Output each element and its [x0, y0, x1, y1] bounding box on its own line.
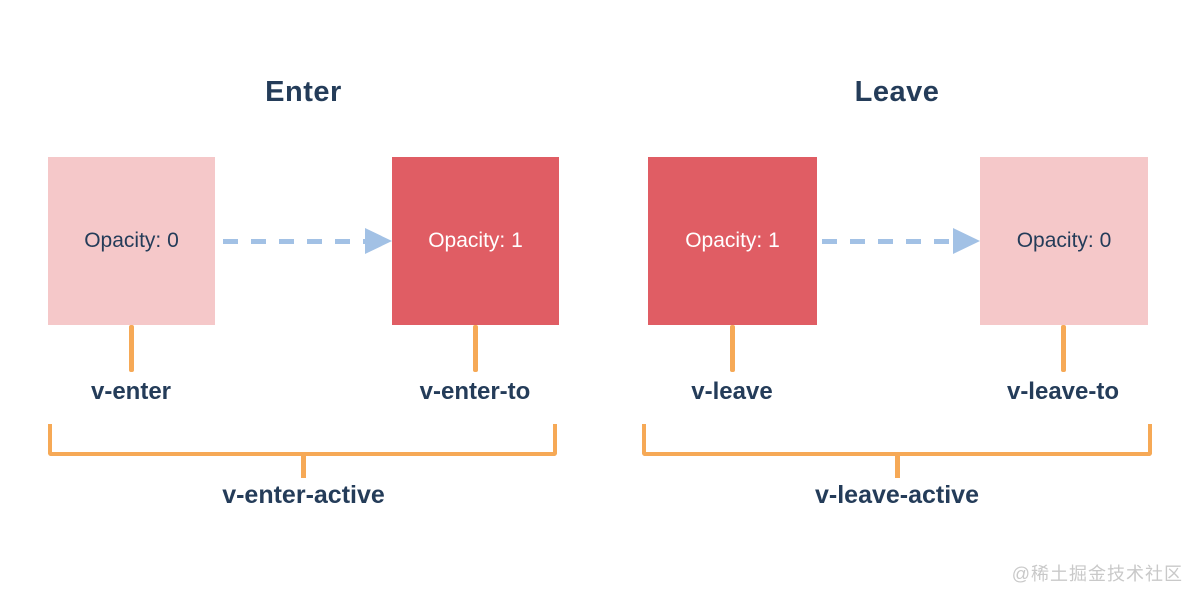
enter-section-title: Enter — [265, 76, 342, 108]
enter-active-class-name: v-enter-active — [222, 481, 385, 509]
leave-arrow-head-icon — [953, 228, 980, 254]
enter-end-state-box: Opacity: 1 — [392, 157, 559, 325]
enter-start-state-box: Opacity: 0 — [48, 157, 215, 325]
leave-end-state-box: Opacity: 0 — [980, 157, 1148, 325]
leave-active-bracket-stem — [894, 456, 900, 478]
enter-section: Enter Opacity: 0 Opacity: 1 v-enter v-en… — [48, 70, 559, 540]
leave-start-connector-line — [730, 325, 735, 372]
leave-dashed-arrow-line — [822, 239, 953, 244]
leave-start-class-name: v-leave — [691, 378, 773, 405]
enter-start-state-label: Opacity: 0 — [84, 229, 179, 252]
leave-section: Leave Opacity: 1 Opacity: 0 v-leave v-le… — [642, 70, 1152, 540]
leave-active-range-bracket — [642, 424, 1152, 456]
leave-end-class-name: v-leave-to — [1006, 378, 1120, 405]
enter-start-class-name: v-enter — [90, 378, 172, 405]
leave-end-connector-line — [1061, 325, 1066, 372]
enter-end-connector-line — [473, 325, 478, 372]
leave-active-class-name: v-leave-active — [814, 481, 979, 509]
leave-start-state-label: Opacity: 1 — [685, 229, 780, 252]
leave-end-state-label: Opacity: 0 — [1016, 229, 1112, 252]
enter-active-range-bracket — [48, 424, 557, 456]
enter-end-state-label: Opacity: 1 — [428, 229, 523, 252]
enter-dashed-arrow-line — [223, 239, 365, 244]
enter-active-bracket-stem — [301, 456, 306, 478]
enter-arrow-head-icon — [365, 228, 392, 254]
enter-end-class-name: v-enter-to — [419, 378, 531, 405]
watermark-text: @稀土掘金技术社区 — [1011, 564, 1183, 584]
leave-start-state-box: Opacity: 1 — [648, 157, 817, 325]
leave-section-title: Leave — [854, 76, 940, 108]
enter-start-connector-line — [129, 325, 134, 372]
